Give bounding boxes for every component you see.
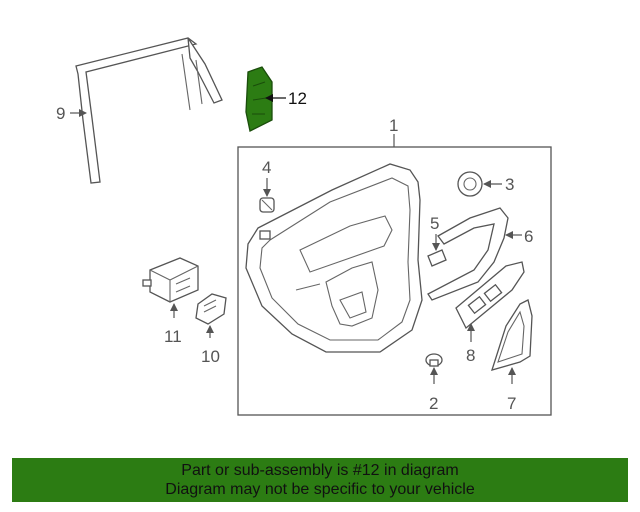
- part-8-switch-bezel: [455, 261, 525, 330]
- part-10-switch: [195, 293, 227, 325]
- part-2-push-pin: [425, 353, 443, 367]
- part-4-clip: [259, 197, 275, 213]
- callout-9: 9: [56, 104, 65, 123]
- banner-line-2: Diagram may not be specific to your vehi…: [165, 481, 475, 498]
- part-6-pull-handle: [427, 207, 509, 301]
- parts-diagram: 9 12 1 4 3 5 6: [56, 37, 552, 416]
- callout-6: 6: [524, 227, 533, 246]
- part-9-window-channel: [75, 37, 223, 184]
- callout-4: 4: [262, 158, 271, 177]
- callout-11: 11: [164, 327, 182, 346]
- part-12-garnish-highlighted: [245, 66, 273, 132]
- callout-5: 5: [430, 214, 439, 233]
- part-3-grommet: [457, 171, 483, 197]
- part-7-speaker-grille: [491, 299, 533, 371]
- callout-7: 7: [507, 394, 516, 413]
- info-banner: Part or sub-assembly is #12 in diagram D…: [12, 458, 628, 502]
- callout-1: 1: [389, 116, 398, 135]
- banner-line-1: Part or sub-assembly is #12 in diagram: [181, 462, 459, 479]
- part-11-control-module: [142, 257, 199, 303]
- callout-3: 3: [505, 175, 514, 194]
- callout-8: 8: [466, 346, 475, 365]
- part-1-door-trim-panel: [245, 163, 423, 353]
- callout-12: 12: [288, 89, 307, 108]
- callout-2: 2: [429, 394, 438, 413]
- callout-10: 10: [201, 347, 220, 366]
- part-5-cover: [427, 249, 447, 267]
